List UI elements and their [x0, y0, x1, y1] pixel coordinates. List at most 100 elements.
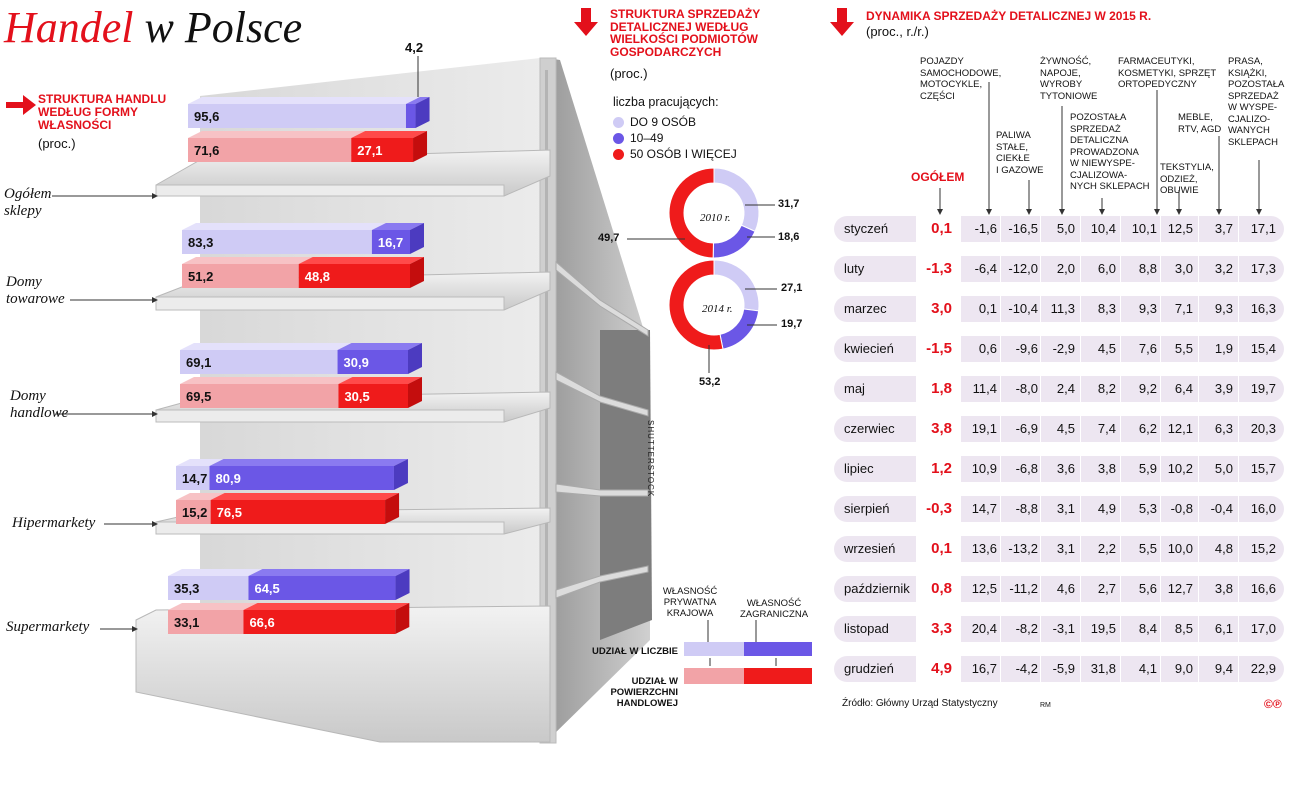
total-cell-bg — [916, 416, 960, 442]
column-pointer-arrow — [1026, 209, 1032, 215]
table-cell: 7,6 — [1138, 341, 1157, 356]
bar-2-0 — [180, 350, 338, 374]
donut-2010-big-label: 49,7 — [598, 232, 620, 244]
table-row — [834, 256, 1284, 282]
cell-separator — [1120, 616, 1121, 642]
cell-separator — [1238, 336, 1239, 362]
bar-4-1 — [248, 576, 396, 600]
column-header-7: PRASA, KSIĄŻKI, POZOSTAŁA SPRZEDAŻ W WYS… — [1228, 56, 1285, 148]
cell-separator — [960, 216, 961, 242]
cell-separator — [1000, 456, 1001, 482]
table-cell: -2,9 — [1052, 341, 1075, 356]
table-row — [834, 536, 1284, 562]
month-label: sierpień — [844, 501, 890, 516]
table-row — [834, 496, 1284, 522]
table-cell: 19,7 — [1250, 381, 1276, 396]
column-pointer-arrow — [1176, 209, 1182, 215]
table-cell: 16,3 — [1250, 301, 1276, 316]
total-value: -1,3 — [926, 260, 952, 277]
table-cell: 17,3 — [1250, 261, 1276, 276]
arrow-right-icon — [6, 95, 36, 115]
total-cell-bg — [916, 616, 960, 642]
donut1-slice-1 — [712, 224, 756, 259]
cell-separator — [1160, 416, 1161, 442]
table-cell: -6,4 — [974, 261, 997, 276]
cell-separator — [1198, 376, 1199, 402]
month-label: marzec — [844, 301, 887, 316]
table-cell: -0,4 — [1210, 501, 1233, 516]
cell-separator — [1238, 496, 1239, 522]
cell-separator — [1000, 216, 1001, 242]
top-note-label: 4,2 — [405, 40, 424, 55]
cell-separator — [1198, 336, 1199, 362]
month-label: grudzień — [844, 661, 894, 676]
column-header-6: MEBLE, RTV, AGD — [1178, 112, 1222, 135]
bar-side — [413, 131, 428, 162]
table-cell: 8,3 — [1097, 301, 1116, 316]
table-row — [834, 576, 1284, 602]
table-cell: 16,0 — [1250, 501, 1276, 516]
table-cell: -13,2 — [1008, 541, 1038, 556]
middle-unit: (proc.) — [610, 66, 648, 81]
table-cell: 9,0 — [1174, 661, 1193, 676]
table-cell: -9,6 — [1015, 341, 1038, 356]
table-cell: 3,7 — [1214, 221, 1233, 236]
total-value: 1,2 — [931, 460, 952, 477]
table-cell: 5,9 — [1138, 461, 1157, 476]
table-row — [834, 656, 1284, 682]
left-unit: (proc.) — [38, 136, 76, 151]
total-cell-bg — [916, 496, 960, 522]
cell-separator — [1040, 416, 1041, 442]
cell-separator — [1160, 216, 1161, 242]
middle-heading: STRUKTURA SPRZEDAŻY DETALICZNEJ WEDŁUG W… — [610, 7, 761, 59]
bar-4-3 — [243, 610, 396, 634]
table-cell: 8,5 — [1174, 621, 1193, 636]
cell-separator — [1198, 456, 1199, 482]
table-cell: 4,6 — [1056, 581, 1075, 596]
table-cell: 5,0 — [1056, 221, 1075, 236]
table-cell: 14,7 — [971, 501, 997, 516]
table-cell: 2,0 — [1056, 261, 1075, 276]
legend-dot-small-icon — [613, 116, 624, 128]
bar-0-1 — [405, 104, 416, 128]
cell-separator — [1040, 616, 1041, 642]
donut-2010-title: 2010 r. — [700, 212, 731, 224]
table-cell: 4,9 — [1097, 501, 1116, 516]
column-pointer-arrow — [1154, 209, 1160, 215]
cell-separator — [1000, 656, 1001, 682]
bar-3-2 — [176, 500, 211, 524]
column-pointer-arrow — [986, 209, 992, 215]
cell-separator — [1160, 296, 1161, 322]
shelf-label-4: Supermarkety — [6, 619, 90, 635]
column-pointer-arrow — [1059, 209, 1065, 215]
author-initials: RM — [1040, 702, 1051, 709]
cell-separator — [1198, 296, 1199, 322]
donut-charts — [627, 167, 777, 373]
bar-top — [338, 377, 422, 384]
month-label: luty — [844, 261, 865, 276]
legend-swatches — [684, 620, 812, 684]
table-cell: -3,1 — [1052, 621, 1075, 636]
arrow-down-icon — [574, 8, 598, 36]
cell-separator — [960, 416, 961, 442]
cell-separator — [1120, 416, 1121, 442]
table-cell: -6,9 — [1015, 421, 1038, 436]
donut-2014-title: 2014 r. — [702, 303, 733, 315]
total-column-header: OGÓŁEM — [911, 170, 965, 184]
total-cell-bg — [916, 336, 960, 362]
bar-label-1-3: 48,8 — [305, 269, 330, 284]
bar-label-0-2: 71,6 — [194, 143, 219, 158]
arrow-down-right-icon — [830, 8, 854, 36]
cell-separator — [1000, 416, 1001, 442]
table-cell: -12,0 — [1008, 261, 1038, 276]
table-cell: -8,0 — [1015, 381, 1038, 396]
table-cell: 5,5 — [1174, 341, 1193, 356]
table-cell: 4,1 — [1138, 661, 1157, 676]
left-heading: STRUKTURA HANDLU WEDŁUG FORMY WŁASNOŚCI — [38, 92, 167, 132]
donut-2014 — [668, 259, 760, 351]
shelf-label-2: Domy handlowe — [10, 388, 69, 421]
table-cell: 16,7 — [971, 661, 997, 676]
bar-0-0 — [188, 104, 406, 128]
table-cell: -10,4 — [1008, 301, 1038, 316]
cell-separator — [1080, 256, 1081, 282]
